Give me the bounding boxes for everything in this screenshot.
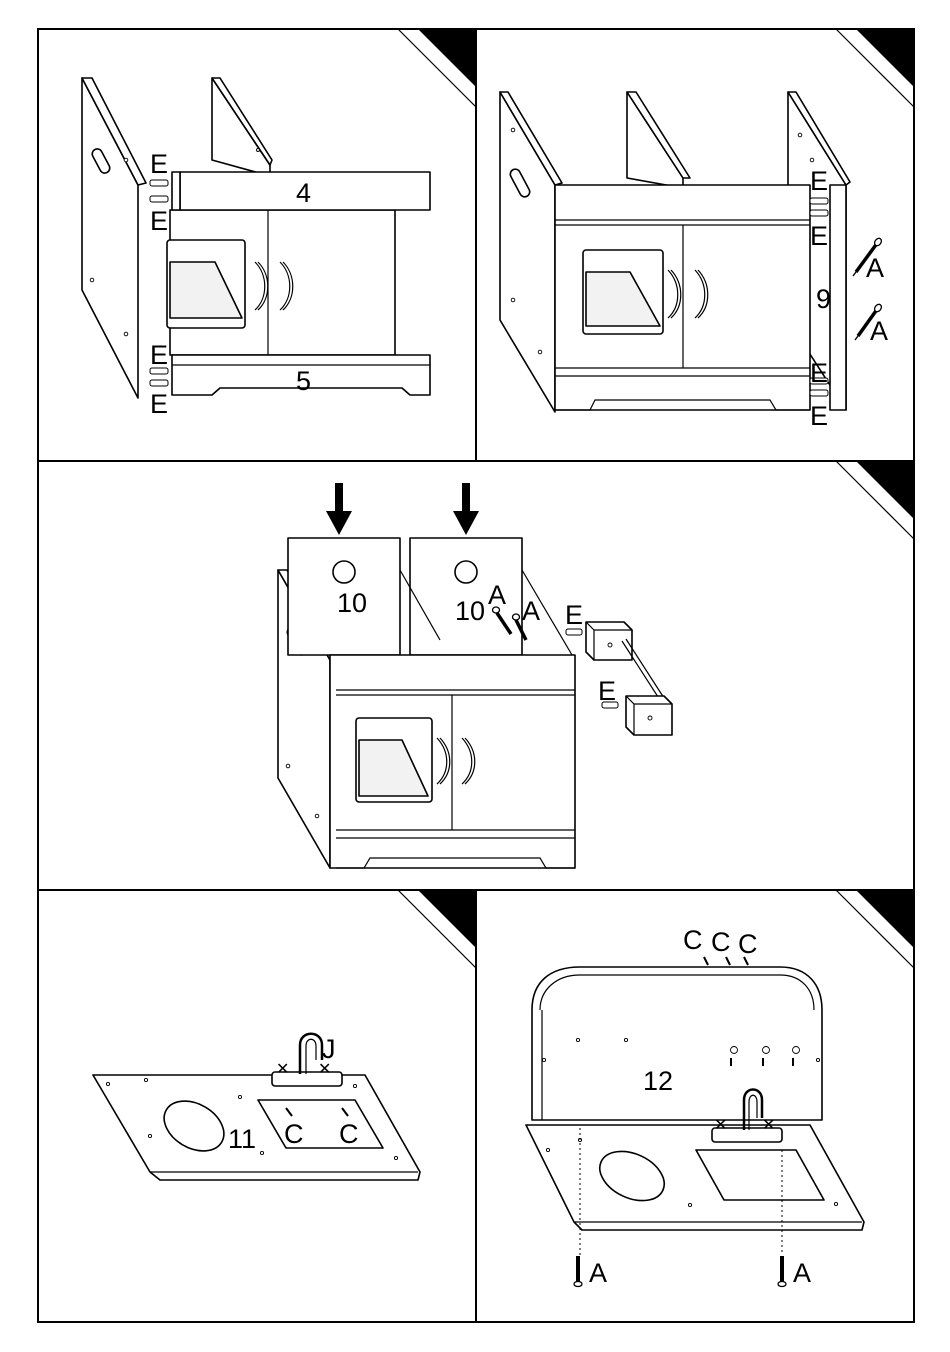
- step-4-illustration: ✕ ✕ J C C 11: [93, 1034, 420, 1180]
- back-divider-panel: [627, 92, 683, 188]
- part-number-label: 10: [455, 596, 485, 626]
- hardware-label: E: [150, 206, 168, 236]
- hardware-label: E: [810, 166, 828, 196]
- hardware-label: E: [150, 340, 168, 370]
- svg-text:✕: ✕: [276, 1061, 289, 1078]
- hardware-label: A: [488, 580, 506, 610]
- hardware-label: C: [711, 927, 731, 957]
- down-arrow-icon: [326, 483, 352, 535]
- part-number-label: 12: [643, 1066, 673, 1096]
- part-number-label: 10: [337, 588, 367, 618]
- step-3-illustration: A A E E 10 10: [278, 483, 672, 868]
- hardware-label: C: [284, 1119, 304, 1149]
- back-divider-panel: [212, 78, 270, 176]
- burner-hole: [455, 561, 477, 583]
- hardware-label: A: [870, 316, 888, 346]
- screw-icon: [778, 1256, 786, 1287]
- oven-knob-block: [586, 622, 632, 660]
- hardware-label: C: [683, 925, 703, 955]
- step-1-illustration: E E E E 4 5: [82, 78, 430, 419]
- hardware-label: E: [150, 149, 168, 179]
- hardware-label: E: [598, 676, 616, 706]
- svg-text:✕: ✕: [762, 1117, 775, 1134]
- part-number-label: 11: [228, 1124, 256, 1154]
- burner-hole: [333, 561, 355, 583]
- hardware-label: J: [322, 1034, 336, 1064]
- worktop-part-11: [526, 1125, 864, 1230]
- hardware-label: A: [793, 1258, 811, 1288]
- hardware-label: E: [810, 358, 828, 388]
- part-number-label: 4: [296, 178, 311, 208]
- hardware-label: C: [339, 1119, 359, 1149]
- backsplash-part-12: [532, 967, 822, 1120]
- hardware-label: A: [866, 253, 884, 283]
- side-panel-part-9: [830, 185, 846, 410]
- part-number-label: 5: [296, 366, 311, 396]
- step-2-illustration: E E E E A A 9: [500, 92, 888, 431]
- oven-knob-block: [626, 696, 672, 735]
- hardware-label: C: [738, 929, 758, 959]
- hardware-label: E: [810, 221, 828, 251]
- hardware-label: E: [150, 389, 168, 419]
- svg-text:✕: ✕: [714, 1117, 727, 1134]
- screw-icon: [574, 1256, 582, 1287]
- connecting-rod: [622, 641, 660, 700]
- hardware-label: A: [522, 596, 540, 626]
- step-5-illustration: ✕ ✕ C C C A A 12: [526, 925, 864, 1288]
- part-number-label: 9: [816, 284, 831, 314]
- hardware-label: E: [810, 401, 828, 431]
- hardware-label: A: [589, 1258, 607, 1288]
- hardware-label: E: [565, 600, 583, 630]
- down-arrow-icon: [453, 483, 479, 535]
